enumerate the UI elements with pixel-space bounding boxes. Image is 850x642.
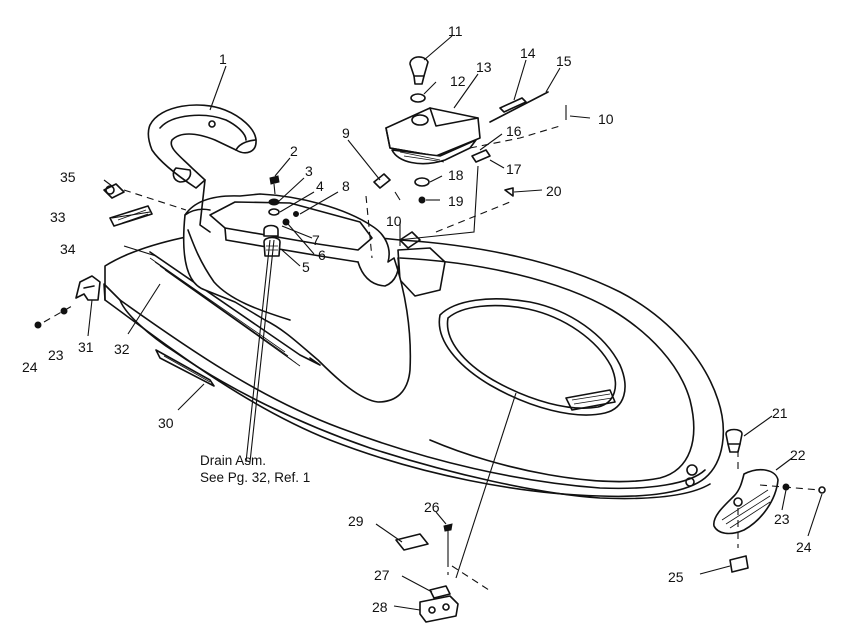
callout-23-right: 23 [774,511,790,527]
callout-22: 22 [790,447,806,463]
nut-part-25 [729,555,749,573]
callout-14: 14 [520,45,536,61]
callout-12: 12 [450,73,466,89]
callout-24-left: 24 [22,359,38,375]
rod-part-15 [489,91,549,123]
nut-part-24-right [818,486,826,494]
callout-4: 4 [316,178,324,194]
callout-24-right: 24 [796,539,812,555]
callout-35: 35 [60,169,76,185]
clip-part-16 [471,149,491,163]
callout-26: 26 [424,499,440,515]
callout-27: 27 [374,567,390,583]
callout-9: 9 [342,125,350,141]
strip-part-14 [499,97,527,113]
plug-part-20 [504,187,514,197]
screw-part-26 [443,523,453,532]
strip-part-30 [155,349,215,387]
callout-15: 15 [556,53,572,69]
callout-5: 5 [302,259,310,275]
leader-10-lower [397,165,479,241]
dash-line-23-24-left [43,305,73,323]
hull [103,193,725,500]
callout-11: 11 [448,23,463,39]
knob-part-11 [409,56,429,85]
callout-23-left: 23 [48,347,64,363]
dash-line-27-28 [451,565,493,593]
callout-28: 28 [372,599,388,615]
bracket-part-9 [373,173,391,189]
callout-19: 19 [448,193,464,209]
guard-part-22 [713,468,779,535]
dash-23-24-right [759,484,821,491]
pad-part-27 [429,585,451,599]
bracket-part-31 [75,275,101,301]
callout-16: 16 [506,123,522,139]
callout-25: 25 [668,569,684,585]
screw-part-19 [418,196,426,204]
dash-line-9 [365,195,373,259]
bracket-part-28 [419,595,459,623]
drain-note-line-2: See Pg. 32, Ref. 1 [200,470,311,485]
callout-2: 2 [290,143,298,159]
grommet-part-18 [414,177,430,187]
storage-lid-part-13 [385,107,481,165]
callout-32: 32 [114,341,130,357]
callout-20: 20 [546,183,562,199]
leader-9 [394,191,401,201]
nut-part-24-left [34,321,42,329]
callout-13: 13 [476,59,492,75]
callout-21: 21 [772,405,788,421]
callout-7: 7 [312,232,320,248]
leader-hull-to-bottom [455,392,517,579]
strip-part-33 [109,205,153,227]
callout-17: 17 [506,161,522,177]
callout-8: 8 [342,178,350,194]
callout-18: 18 [448,167,464,183]
drain-note-line-1: Drain Asm. [200,453,267,468]
callout-6: 6 [318,247,326,263]
cap-part-21 [725,428,743,453]
drain-assembly-note: Drain Asm. See Pg. 32, Ref. 1 [200,452,310,486]
callout-1: 1 [219,51,227,67]
callout-numbers: 1 2 3 4 5 6 7 8 9 10 10 11 12 13 14 15 1… [22,23,812,615]
callout-33: 33 [50,209,66,225]
callout-30: 30 [158,415,174,431]
callout-29: 29 [348,513,364,529]
pad-part-29 [395,533,429,551]
dash-line-20 [435,201,511,233]
fasteners-parts-2-8 [245,175,299,463]
callout-10-top: 10 [598,111,614,127]
cap-part-35 [103,183,187,211]
washer-part-12 [410,93,426,103]
callout-3: 3 [305,163,313,179]
callout-31: 31 [78,339,94,355]
handle-part-1 [147,104,257,233]
leader-lines [87,35,823,611]
callout-34: 34 [60,241,76,257]
callout-10-lower: 10 [386,213,402,229]
